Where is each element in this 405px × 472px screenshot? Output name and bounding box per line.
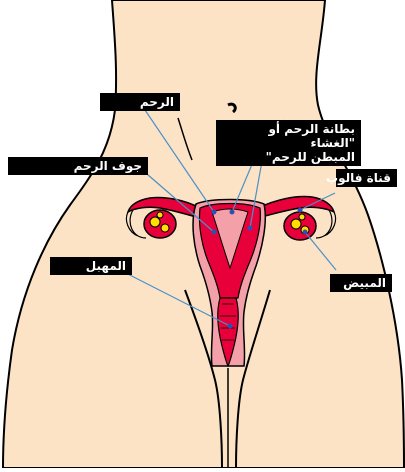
- label-endometrium: بطانة الرحم أو "الغشاء المبطن للرحم": [216, 120, 361, 166]
- ovary-left-follicle-2: [161, 224, 169, 232]
- dot-tube: [298, 208, 303, 213]
- ovary-left-follicle-1: [150, 217, 160, 227]
- label-ovary: المبيض: [330, 274, 392, 292]
- ovary-left-follicle-3: [157, 212, 163, 218]
- label-uterine-cavity: جوف الرحم: [8, 157, 148, 175]
- dot-cavity: [212, 230, 217, 235]
- label-endometrium-line1: بطانة الرحم أو "الغشاء: [222, 122, 355, 150]
- ovary-right-follicle-3: [299, 214, 305, 220]
- label-vagina: المهبل: [50, 257, 132, 275]
- label-uterus: الرحم: [100, 93, 180, 111]
- dot-endometrium-a: [230, 210, 235, 215]
- ovary-right-follicle-1: [291, 219, 301, 229]
- dot-ovary: [303, 230, 308, 235]
- dot-vagina: [228, 324, 233, 329]
- dot-uterus: [212, 210, 217, 215]
- dot-endometrium-b: [248, 226, 253, 231]
- label-fallopian-tube: قناة فالوب: [336, 169, 397, 187]
- label-endometrium-line2: المبطن للرحم": [222, 150, 355, 164]
